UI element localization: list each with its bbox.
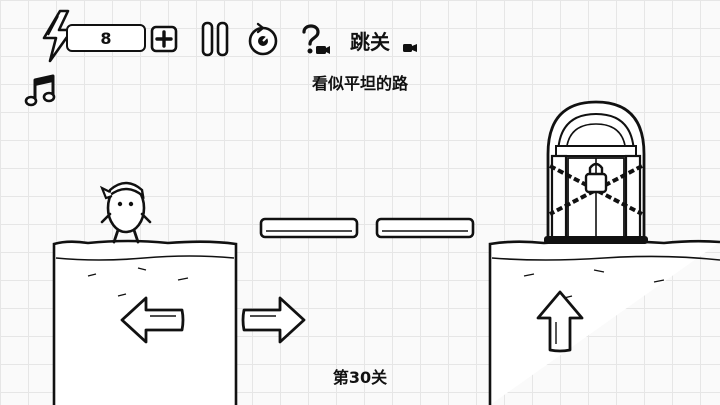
right-ground-block <box>488 239 720 405</box>
level-hint-title: 看似平坦的路 <box>311 74 408 93</box>
hint-video-button[interactable] <box>296 20 332 58</box>
jump-button[interactable] <box>534 288 586 354</box>
floating-platform <box>375 217 475 239</box>
energy-value: 8 <box>100 28 112 48</box>
video-badge-icon <box>403 44 417 52</box>
music-toggle-button[interactable] <box>24 72 60 110</box>
player-character <box>99 181 152 244</box>
restart-button[interactable] <box>246 20 280 58</box>
add-energy-button[interactable] <box>150 25 178 53</box>
skip-level-button[interactable]: 跳关 <box>350 26 390 55</box>
lightning-bolt-icon <box>42 9 74 63</box>
pause-button[interactable] <box>200 20 232 58</box>
floating-platform <box>259 217 359 239</box>
move-right-button[interactable] <box>238 292 308 348</box>
energy-counter: 8 <box>66 24 146 52</box>
skip-level-label: 跳关 <box>350 30 390 54</box>
locked-gate <box>544 100 648 244</box>
move-left-button[interactable] <box>118 292 188 348</box>
level-number-label: 第30关 <box>332 368 388 387</box>
